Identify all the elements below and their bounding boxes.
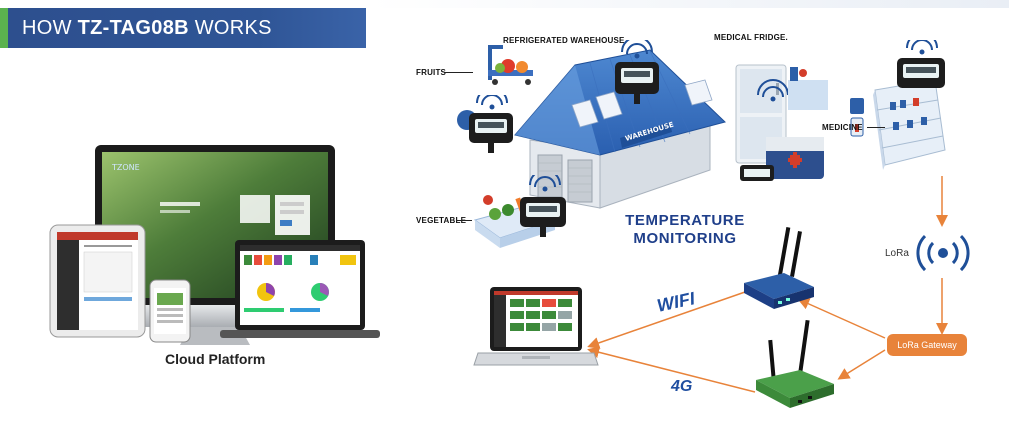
screen-brand-logo: TZONE	[111, 163, 140, 172]
sensor-device-icon	[457, 95, 513, 153]
sensor-device-icon	[520, 175, 566, 237]
laptop-icon	[473, 287, 599, 366]
label-refrigerated-warehouse: REFRIGERATED WAREHOUSE	[503, 36, 625, 45]
sensor-device-icon	[615, 40, 659, 104]
four-g-label: 4G	[671, 378, 693, 395]
laptop-device	[220, 240, 380, 338]
label-vegetable: VEGETABLE	[416, 216, 467, 225]
headline-line-2: MONITORING	[633, 230, 737, 247]
leader-line	[867, 127, 885, 128]
arrow-gateway-to-wifi	[797, 298, 886, 339]
tablet-device	[49, 224, 146, 338]
banner-model: TZ-TAG08B	[77, 17, 189, 39]
headline-line-1: TEMPERATURE	[625, 212, 745, 229]
leader-line	[456, 220, 472, 221]
lora-label: LoRa	[885, 248, 909, 259]
fruits-cart-icon	[488, 45, 533, 85]
cloud-devices-illustration: TZONE	[49, 145, 380, 345]
title-banner: HOW TZ-TAG08B WORKS	[0, 8, 366, 48]
warehouse-icon: WAREHOUSE	[514, 49, 726, 209]
medical-fridge-icon	[735, 64, 828, 181]
cloud-platform-caption: Cloud Platform	[165, 351, 266, 367]
label-fruits: FRUITS	[416, 68, 447, 77]
medicine-rack-icon	[850, 40, 946, 170]
arrow-4g-to-laptop	[587, 346, 756, 393]
phone-device	[149, 279, 191, 343]
top-fade	[370, 0, 1009, 8]
label-medicine: MEDICINE	[822, 123, 863, 132]
banner-prefix: HOW	[22, 17, 78, 39]
router-icon	[744, 227, 814, 309]
router-icon	[756, 319, 834, 408]
arrow-gateway-to-4g	[837, 349, 886, 380]
lora-signal-icon	[916, 234, 970, 272]
arrow-wifi-to-laptop	[587, 291, 746, 349]
lora-gateway-tag: LoRa Gateway	[887, 334, 967, 356]
label-medical-fridge: MEDICAL FRIDGE.	[714, 33, 788, 42]
banner-suffix: WORKS	[188, 17, 272, 39]
temperature-monitoring-headline: TEMPERATURE MONITORING	[610, 212, 760, 248]
leader-line	[445, 72, 473, 73]
